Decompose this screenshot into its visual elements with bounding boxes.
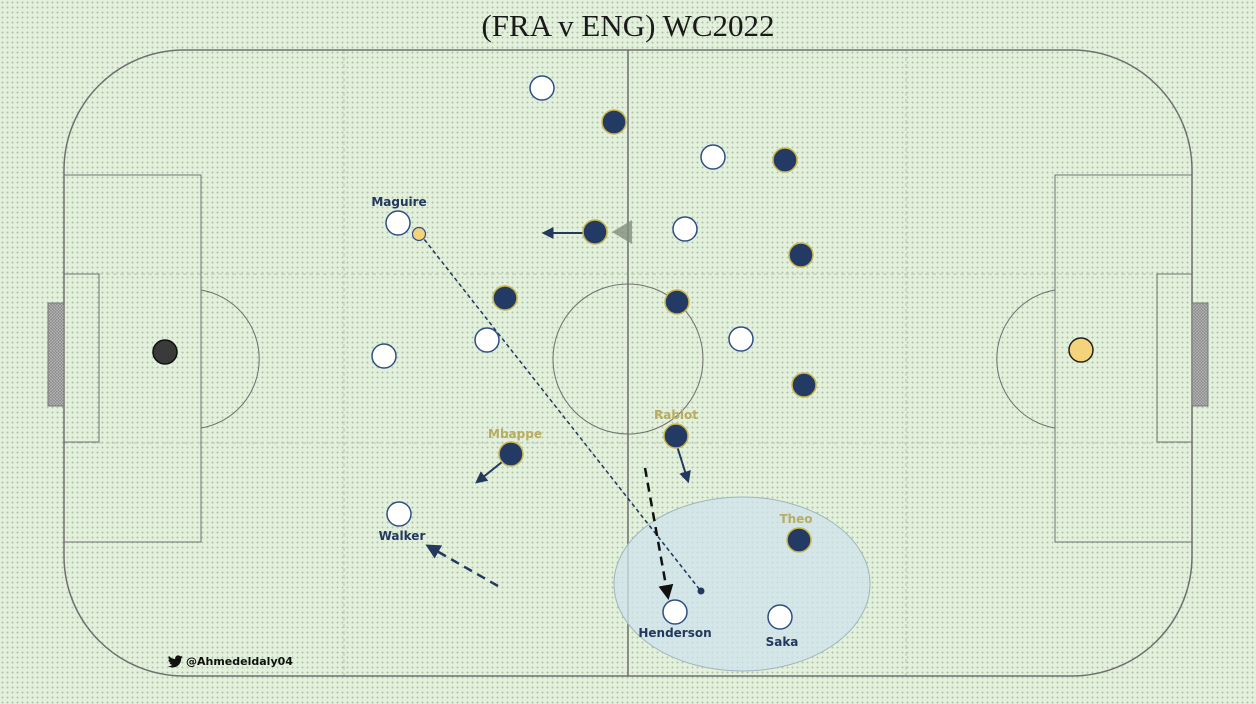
label-rabiot: Rabiot xyxy=(654,408,698,422)
england-player xyxy=(474,327,500,353)
overload-zone xyxy=(613,496,871,672)
rabiot-run-arrow xyxy=(676,445,691,484)
left-goal xyxy=(47,302,65,407)
france-player xyxy=(492,285,518,311)
france-players xyxy=(492,109,817,553)
england-player xyxy=(700,144,726,170)
left-penalty-arc xyxy=(200,289,260,429)
henderson-run-arrow xyxy=(643,467,674,600)
france-player xyxy=(788,242,814,268)
france-player xyxy=(582,219,608,245)
right-goal xyxy=(1191,302,1209,407)
england-player xyxy=(371,343,397,369)
england-goalkeeper xyxy=(152,339,178,365)
right-six-yard-box xyxy=(1156,273,1193,443)
england-players xyxy=(371,75,793,630)
label-mbappe: Mbappe xyxy=(488,427,542,441)
walker-run-arrow xyxy=(425,544,499,588)
france-goalkeeper xyxy=(1068,337,1094,363)
england-player-maguire xyxy=(385,210,411,236)
right-penalty-arc xyxy=(996,289,1056,429)
label-theo: Theo xyxy=(779,512,812,526)
left-six-yard-box xyxy=(63,273,100,443)
movement-arrows xyxy=(419,220,705,600)
twitter-bird-icon xyxy=(168,655,183,668)
centre-circle xyxy=(552,283,704,435)
france-player xyxy=(601,109,627,135)
england-player xyxy=(529,75,555,101)
france-player xyxy=(664,289,690,315)
ball xyxy=(411,226,427,242)
mbappe-run-arrow xyxy=(475,461,503,484)
label-henderson: Henderson xyxy=(638,626,711,640)
pressing-cone xyxy=(612,220,632,244)
france-player-rabiot xyxy=(663,423,689,449)
england-player-henderson xyxy=(662,599,688,625)
england-player xyxy=(728,326,754,352)
pass-line-maguire-to-henderson xyxy=(419,233,701,591)
england-player xyxy=(672,216,698,242)
credit: @Ahmedeldaly04 xyxy=(168,655,293,668)
england-player-walker xyxy=(386,501,412,527)
france-player xyxy=(772,147,798,173)
england-player-saka xyxy=(767,604,793,630)
pass-target-dot xyxy=(697,587,705,595)
left-penalty-box xyxy=(63,174,202,543)
label-maguire: Maguire xyxy=(371,195,426,209)
tactical-grid xyxy=(64,50,1192,676)
france-player-theo xyxy=(786,527,812,553)
france-player-mbappe xyxy=(498,441,524,467)
france-player xyxy=(791,372,817,398)
credit-handle: @Ahmedeldaly04 xyxy=(186,655,293,668)
diagram-title: (FRA v ENG) WC2022 xyxy=(481,8,775,43)
label-saka: Saka xyxy=(766,635,799,649)
label-walker: Walker xyxy=(379,529,426,543)
